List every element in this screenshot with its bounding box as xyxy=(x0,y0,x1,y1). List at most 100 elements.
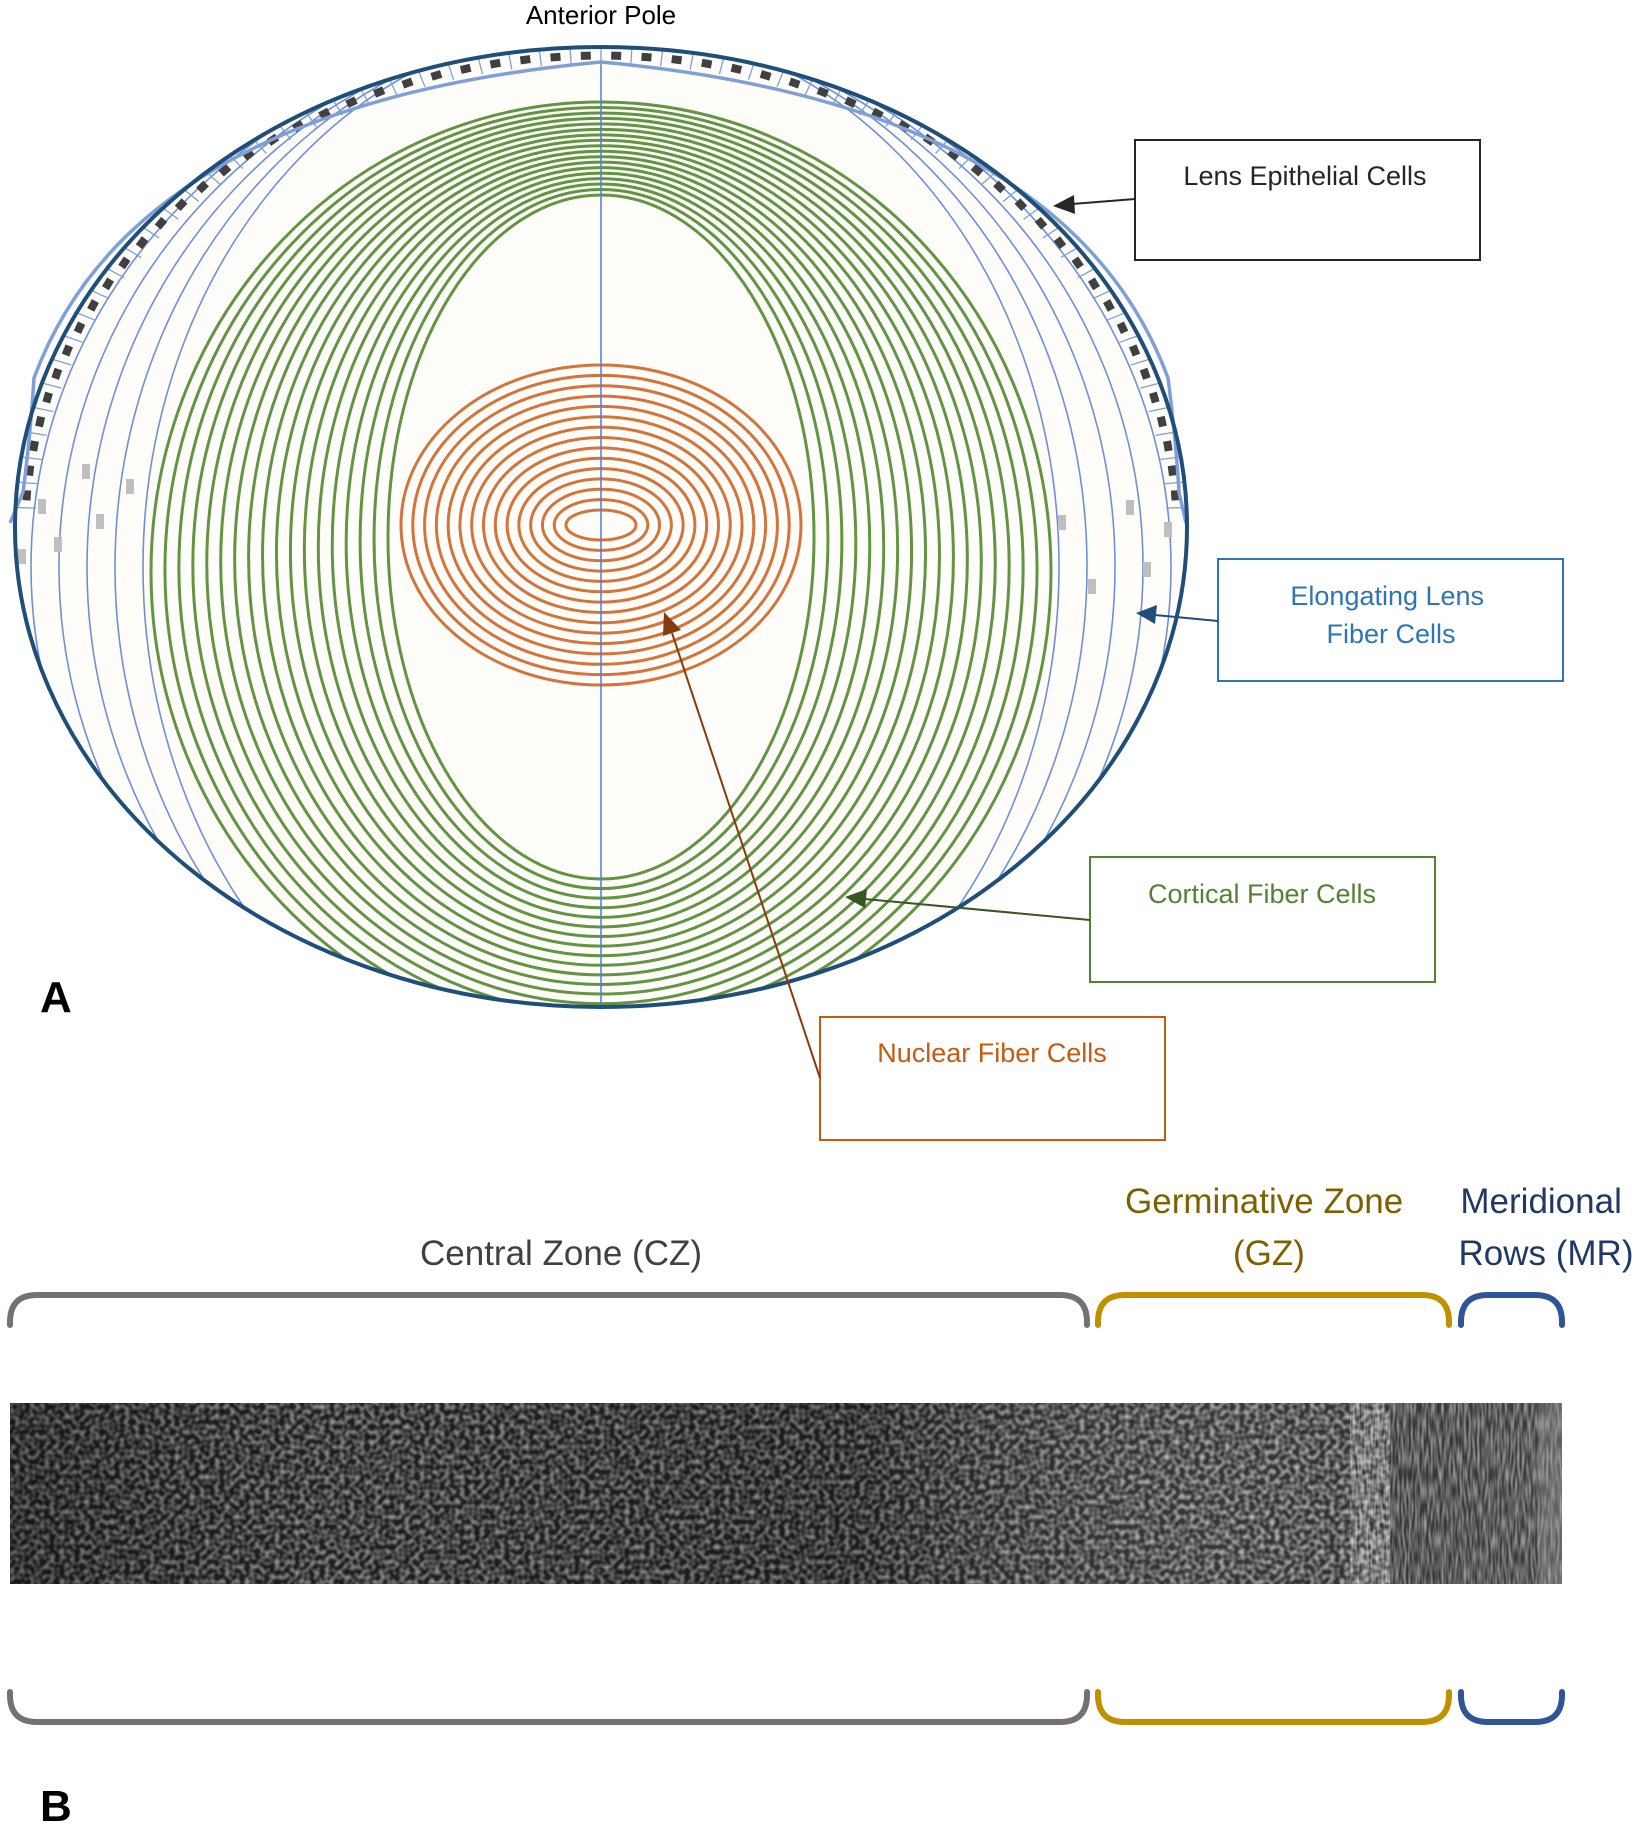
panel-a-label: A xyxy=(40,973,72,1022)
epithelial-cell-nucleus xyxy=(1034,216,1048,230)
epithelial-cell-divider xyxy=(718,57,725,75)
epithelial-cell-nucleus xyxy=(1149,391,1160,404)
epithelial-cell-nucleus xyxy=(788,77,801,89)
epithelial-cell-divider xyxy=(1155,431,1176,437)
elongating-fiber-ring xyxy=(30,47,1172,1007)
elongating-fiber-ring xyxy=(142,47,1060,1007)
central-zone-bracket-bottom xyxy=(7,1689,1090,1725)
epithelial-cell-nucleus xyxy=(135,236,149,250)
callout-box xyxy=(819,1016,1166,1141)
epithelial-cell-nucleus xyxy=(519,55,531,65)
epithelial-cell-divider xyxy=(538,49,543,67)
epithelial-cell-divider xyxy=(63,335,83,343)
epithelial-cell-nucleus xyxy=(373,86,386,98)
epithelial-cell-nucleus xyxy=(1103,299,1115,312)
epithelial-cell-divider xyxy=(447,63,455,81)
epithelial-cell-nucleus xyxy=(611,51,622,60)
epithelial-cell-nucleus xyxy=(22,490,32,501)
epithelial-cell-divider xyxy=(507,52,513,70)
callout-arrowhead xyxy=(845,889,867,908)
epithelial-cell-nucleus xyxy=(218,163,232,177)
callout-arrow xyxy=(1154,614,1219,622)
callout-cortical-fiber-cells: Cortical Fiber Cells xyxy=(845,856,1436,983)
epithelial-cell-divider xyxy=(15,506,37,509)
panel-b-label: B xyxy=(40,1782,72,1831)
callout-elongating-lens-fiber-cells: Elongating Lens Fiber Cells xyxy=(1136,558,1564,682)
zone-label-line: Germinative Zone xyxy=(1125,1182,1403,1221)
elongating-fiber-nucleus xyxy=(126,479,134,494)
epithelial-cell-nucleus xyxy=(1170,490,1180,501)
meridional-rows-bracket-top xyxy=(1458,1292,1565,1328)
epithelial-cell-divider xyxy=(804,79,814,96)
callout-arrowhead xyxy=(1136,605,1157,624)
epithelial-cell-nucleus xyxy=(993,180,1006,194)
panel-b: Central Zone (CZ) Germinative Zone (GZ) … xyxy=(7,1182,1634,1831)
callout-text-line: Elongating Lens xyxy=(1290,581,1484,611)
epithelial-cell-nucleus xyxy=(580,51,591,60)
callout-box xyxy=(1134,139,1481,261)
epithelial-cell-divider xyxy=(417,70,426,88)
central-zone-bracket-top xyxy=(7,1292,1090,1328)
epithelial-cell-nucleus xyxy=(430,70,443,81)
callout-text-line: Fiber Cells xyxy=(1326,619,1455,649)
epithelial-cell-divider xyxy=(1023,207,1040,220)
epithelial-cell-nucleus xyxy=(871,107,884,120)
epithelial-cell-divider xyxy=(1163,481,1185,485)
epithelial-cell-nucleus xyxy=(1071,256,1084,270)
epithelial-cell-nucleus xyxy=(118,256,131,270)
callout-arrowhead xyxy=(1053,195,1075,214)
epithelial-cell-nucleus xyxy=(196,180,209,194)
epithelial-cell-nucleus xyxy=(1129,344,1141,357)
epithelial-cell-nucleus xyxy=(970,163,984,177)
elongating-fiber-nucleus xyxy=(18,549,26,564)
callout-arrow xyxy=(1071,198,1136,205)
zone-label-meridional-rows: Meridional Rows (MR) xyxy=(1459,1182,1634,1273)
zone-label-line: Central Zone (CZ) xyxy=(420,1234,702,1273)
elongating-fiber-nucleus xyxy=(1164,522,1172,537)
epithelial-cell-nucleus xyxy=(102,277,115,291)
epithelial-cell-nucleus xyxy=(550,52,561,62)
epithelial-cell-nucleus xyxy=(73,321,86,334)
epithelial-cell-nucleus xyxy=(730,63,743,74)
callout-text: Elongating Lens Fiber Cells xyxy=(1290,581,1491,649)
epithelial-cell-divider xyxy=(388,79,398,96)
epithelial-cell-divider xyxy=(360,88,370,105)
epithelial-cell-divider xyxy=(659,49,664,67)
germinative-zone-bracket-bottom xyxy=(1095,1689,1452,1725)
epithelial-cell-divider xyxy=(21,456,42,461)
epithelium-inner-boundary xyxy=(8,60,1188,524)
epithelial-cell-nucleus xyxy=(42,391,53,404)
epithelial-cell-divider xyxy=(142,226,160,239)
zone-label-germinative-zone: Germinative Zone (GZ) xyxy=(1125,1182,1413,1273)
epithelial-cell-divider xyxy=(90,289,110,300)
epithelial-cell-nucleus xyxy=(641,52,652,62)
elongating-fiber-nucleus xyxy=(54,537,62,552)
epithelial-cell-divider xyxy=(1140,382,1161,389)
epithelial-cell-nucleus xyxy=(1053,236,1067,250)
elongating-fiber-nucleus xyxy=(1088,579,1096,594)
micrograph-shading xyxy=(10,1403,1562,1584)
callout-arrow xyxy=(864,898,1091,921)
epithelial-cell-nucleus xyxy=(1139,367,1151,380)
callout-arrow xyxy=(671,632,821,1079)
epithelial-cell-nucleus xyxy=(174,198,188,212)
epithelial-cell-divider xyxy=(689,52,695,70)
epithelial-cell-nucleus xyxy=(87,299,99,312)
epithelial-cell-divider xyxy=(776,70,785,88)
zone-label-line: Meridional xyxy=(1460,1182,1621,1221)
epithelial-cell-divider xyxy=(124,247,142,258)
elongating-fiber-nucleus xyxy=(38,499,46,514)
epithelial-cell-divider xyxy=(1106,312,1126,321)
epithelial-cell-nucleus xyxy=(844,96,857,109)
callout-arrowhead xyxy=(663,612,681,636)
epithelial-cell-nucleus xyxy=(401,77,414,89)
epithelial-cell-nucleus xyxy=(1156,415,1167,428)
epithelial-cell-divider xyxy=(305,111,317,128)
callout-box xyxy=(1089,856,1436,983)
panel-a: Anterior Pole Lens Epithelial Cells Elon… xyxy=(8,0,1564,1141)
epithelial-cell-nucleus xyxy=(345,96,358,109)
epithelial-cell-divider xyxy=(1119,335,1139,343)
elongating-fiber-nucleus xyxy=(96,514,104,529)
callout-text-line: Lens Epithelial Cells xyxy=(1183,161,1426,191)
